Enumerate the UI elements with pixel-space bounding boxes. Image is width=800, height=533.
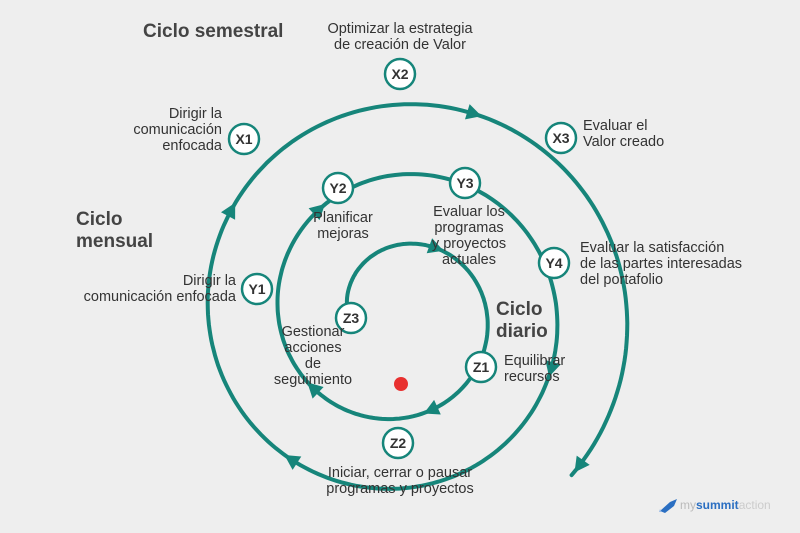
node-y1-label: Y1 — [248, 281, 265, 297]
node-y2: Y2 — [321, 171, 355, 205]
label-z1: Equilibrar recursos — [504, 353, 566, 385]
nodes-layer: X1 X2 X3 Y1 Y2 Y3 Y4 Z1 Z2 Z3 — [227, 57, 578, 460]
label-y3: Evaluar los programas y proyectos actual… — [431, 204, 507, 268]
spiral-center-dot — [394, 377, 408, 391]
node-y3-label: Y3 — [456, 175, 473, 191]
node-z2-label: Z2 — [390, 435, 407, 451]
node-y1: Y1 — [240, 272, 274, 306]
label-x1: Dirigir la comunicación enfocada — [133, 106, 222, 154]
arrowheads-layer — [221, 104, 590, 473]
arrowhead-inner-2 — [423, 399, 441, 415]
arrowhead-inner-3 — [307, 382, 324, 399]
node-x1-label: X1 — [235, 131, 252, 147]
node-y3: Y3 — [448, 166, 482, 200]
arrowhead-outer-2 — [465, 104, 482, 120]
label-y1: Dirigir la comunicación enfocada — [83, 273, 236, 305]
node-z2: Z2 — [381, 426, 415, 460]
node-z3-label: Z3 — [343, 310, 360, 326]
arrowhead-middle-1 — [308, 204, 325, 221]
node-z1: Z1 — [464, 350, 498, 384]
logo-text-action: action — [738, 498, 771, 512]
label-y4: Evaluar la satisfacción de las partes in… — [580, 240, 743, 288]
logo-text-summit: summit — [696, 498, 739, 512]
label-z2: Iniciar, cerrar o pausar programas y pro… — [326, 465, 474, 497]
node-x3: X3 — [544, 121, 578, 155]
label-x2: Optimizar la estrategia de creación de V… — [327, 21, 473, 53]
node-y4: Y4 — [537, 246, 571, 280]
heading-ciclo-semestral: Ciclo semestral — [143, 21, 284, 42]
logo-text-my: my — [680, 498, 696, 512]
node-y2-label: Y2 — [329, 180, 346, 196]
rocket-icon — [659, 499, 677, 513]
heading-ciclo-diario: Ciclo diario — [496, 299, 548, 342]
arrowhead-outer-end — [574, 455, 590, 473]
label-x3: Evaluar el Valor creado — [583, 118, 665, 150]
arrowhead-middle-4 — [284, 455, 302, 470]
node-z3: Z3 — [334, 301, 368, 335]
arrowhead-middle-3 — [545, 360, 561, 377]
label-z3: Gestionar acciones de seguimiento — [273, 324, 353, 388]
arrowhead-outer-1 — [221, 202, 236, 220]
node-z1-label: Z1 — [473, 359, 490, 375]
label-y2: Planificar mejoras — [313, 210, 373, 242]
node-x2: X2 — [383, 57, 417, 91]
node-x3-label: X3 — [552, 130, 569, 146]
node-y4-label: Y4 — [545, 255, 562, 271]
node-x2-label: X2 — [391, 66, 408, 82]
arrowhead-inner-1 — [426, 238, 444, 254]
heading-ciclo-mensual: Ciclo mensual — [76, 209, 154, 252]
node-x1: X1 — [227, 122, 261, 156]
